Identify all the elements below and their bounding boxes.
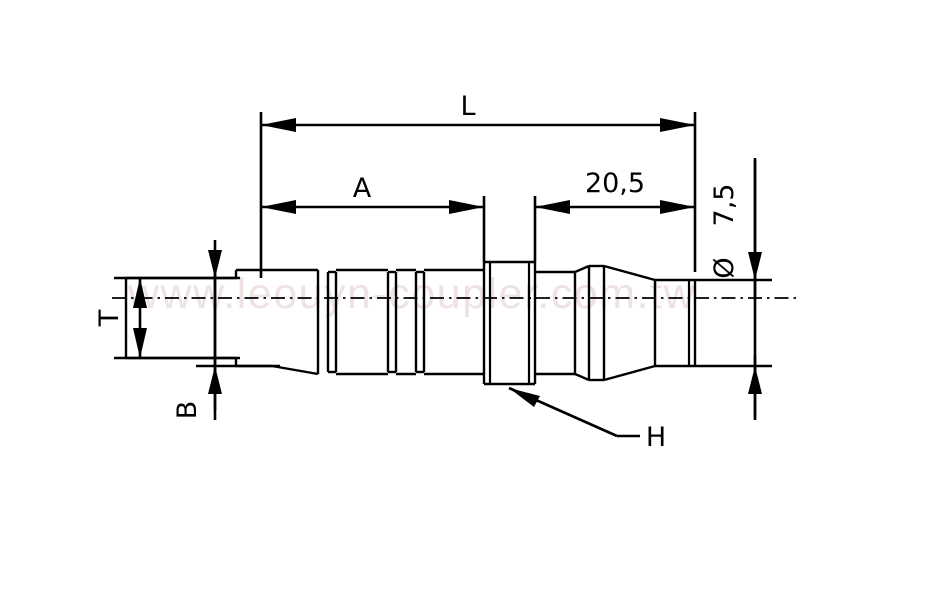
dim-label-T: T: [94, 309, 125, 327]
dimension-20-5: 20,5: [535, 168, 695, 214]
part-hose-barb: [234, 268, 484, 376]
arrow-205-left: [535, 200, 570, 214]
dim-label-205: 20,5: [585, 168, 645, 199]
arrow-T-bottom: [133, 328, 147, 358]
barb1-bottom-taper: [271, 364, 319, 376]
dimension-diameter-7-5: 7,5 Ø: [709, 160, 762, 418]
diameter-symbol-icon: Ø: [709, 257, 740, 278]
dim-label-diameter-value: 7,5: [709, 184, 740, 227]
arrow-B-bottom: [208, 366, 222, 394]
arrow-B-top: [208, 250, 222, 278]
arrow-diameter-top: [748, 252, 762, 280]
dimension-B: B: [172, 250, 222, 419]
arrow-L-right: [660, 118, 695, 132]
dim-label-L: L: [460, 91, 475, 122]
arrow-T-top: [133, 278, 147, 308]
arrow-A-right: [449, 200, 484, 214]
callout-label-H: H: [646, 422, 666, 453]
ring-bottom-taper: [574, 372, 590, 382]
dim-label-A: A: [353, 173, 372, 204]
part-hex-body: [482, 260, 537, 386]
arrow-diameter-bottom: [748, 366, 762, 394]
dimension-L: L: [261, 91, 695, 132]
arrow-A-left: [261, 200, 296, 214]
ring-top-taper: [574, 264, 590, 274]
callout-H: H: [508, 386, 666, 453]
arrow-205-right: [660, 200, 695, 214]
arrow-H-leader: [509, 388, 540, 407]
dimension-A: A: [261, 173, 484, 214]
dimension-T: T: [94, 278, 147, 358]
cone-top-taper: [603, 264, 656, 282]
part-plug-nipple: [535, 264, 697, 382]
cone-bottom-taper: [603, 364, 656, 382]
dim-label-B: B: [172, 401, 203, 420]
arrow-L-left: [261, 118, 296, 132]
